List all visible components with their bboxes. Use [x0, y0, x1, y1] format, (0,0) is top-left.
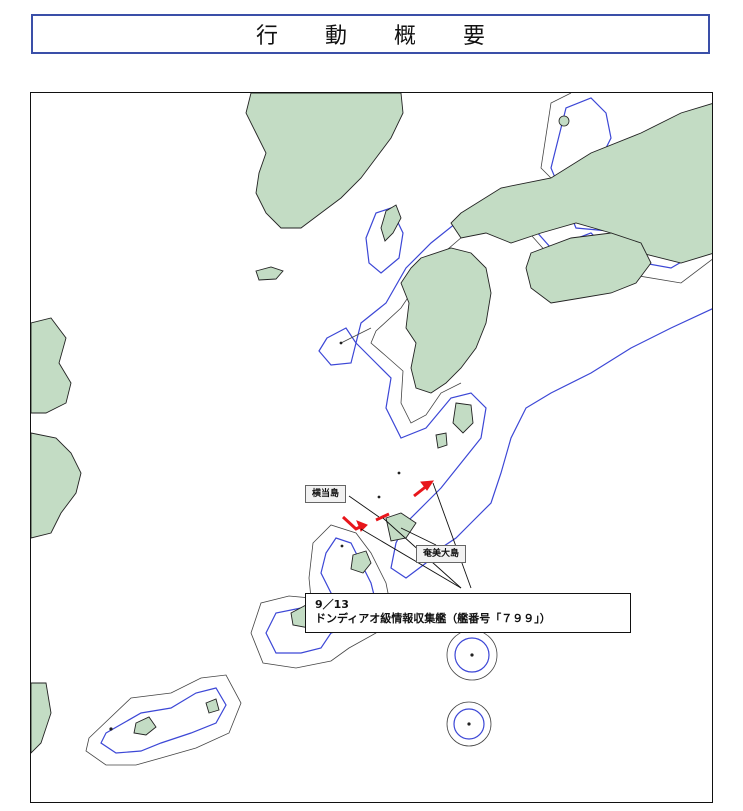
boundary-daito-north [454, 637, 490, 673]
land-amami [385, 512, 417, 542]
contiguous-sakishima [85, 674, 242, 766]
track-arrow-yokoate [375, 512, 390, 522]
land-miyako [205, 698, 220, 714]
title-box: 行 動 概 要 [31, 14, 710, 54]
event-date: 9／13 [315, 598, 349, 611]
land-jeju [255, 266, 284, 281]
land [31, 93, 712, 754]
boundary-main [355, 202, 712, 579]
ship-track [341, 480, 434, 532]
leader-lines [348, 482, 472, 589]
event-box: 9／13 ドンディアオ級情報収集艦（艦番号「７９９」） [305, 593, 631, 633]
land-korea [245, 93, 404, 229]
boundary-okinawa [265, 537, 377, 654]
boundary-tsushima [365, 207, 404, 274]
leader-amami-label [400, 527, 437, 546]
land-shikoku [525, 232, 652, 304]
contiguous-daito-south [446, 701, 492, 747]
land-yakushima [435, 432, 448, 449]
map [31, 93, 712, 766]
boundary-sakishima [100, 687, 227, 754]
land-taiwan [31, 682, 52, 754]
land-ishigaki [133, 716, 157, 736]
land-tsushima [380, 204, 402, 242]
map-frame [30, 92, 713, 803]
land-china-north [31, 317, 72, 414]
land-okinoerabu [350, 550, 372, 574]
track-arrowhead-west [356, 520, 368, 532]
contiguous-okinawa [250, 524, 392, 669]
event-vessel: ドンディアオ級情報収集艦（艦番号「７９９」） [315, 612, 551, 625]
label-yokoate: 横当島 [305, 485, 347, 503]
contiguous-goto [340, 327, 372, 344]
land-kyushu [400, 247, 492, 394]
land-honshu [450, 103, 712, 264]
land-tanegashima [452, 402, 474, 434]
label-amami: 奄美大島 [416, 545, 467, 563]
land-china-south [31, 432, 82, 539]
leader-west [360, 528, 462, 589]
boundary-goto [318, 327, 357, 366]
page-title: 行 動 概 要 [256, 24, 505, 49]
boundary-daito-south [453, 708, 485, 740]
track-arrowhead-east [420, 480, 434, 491]
leader-east [432, 482, 472, 589]
leader-yokoate-label [348, 495, 380, 518]
islets [109, 115, 570, 731]
